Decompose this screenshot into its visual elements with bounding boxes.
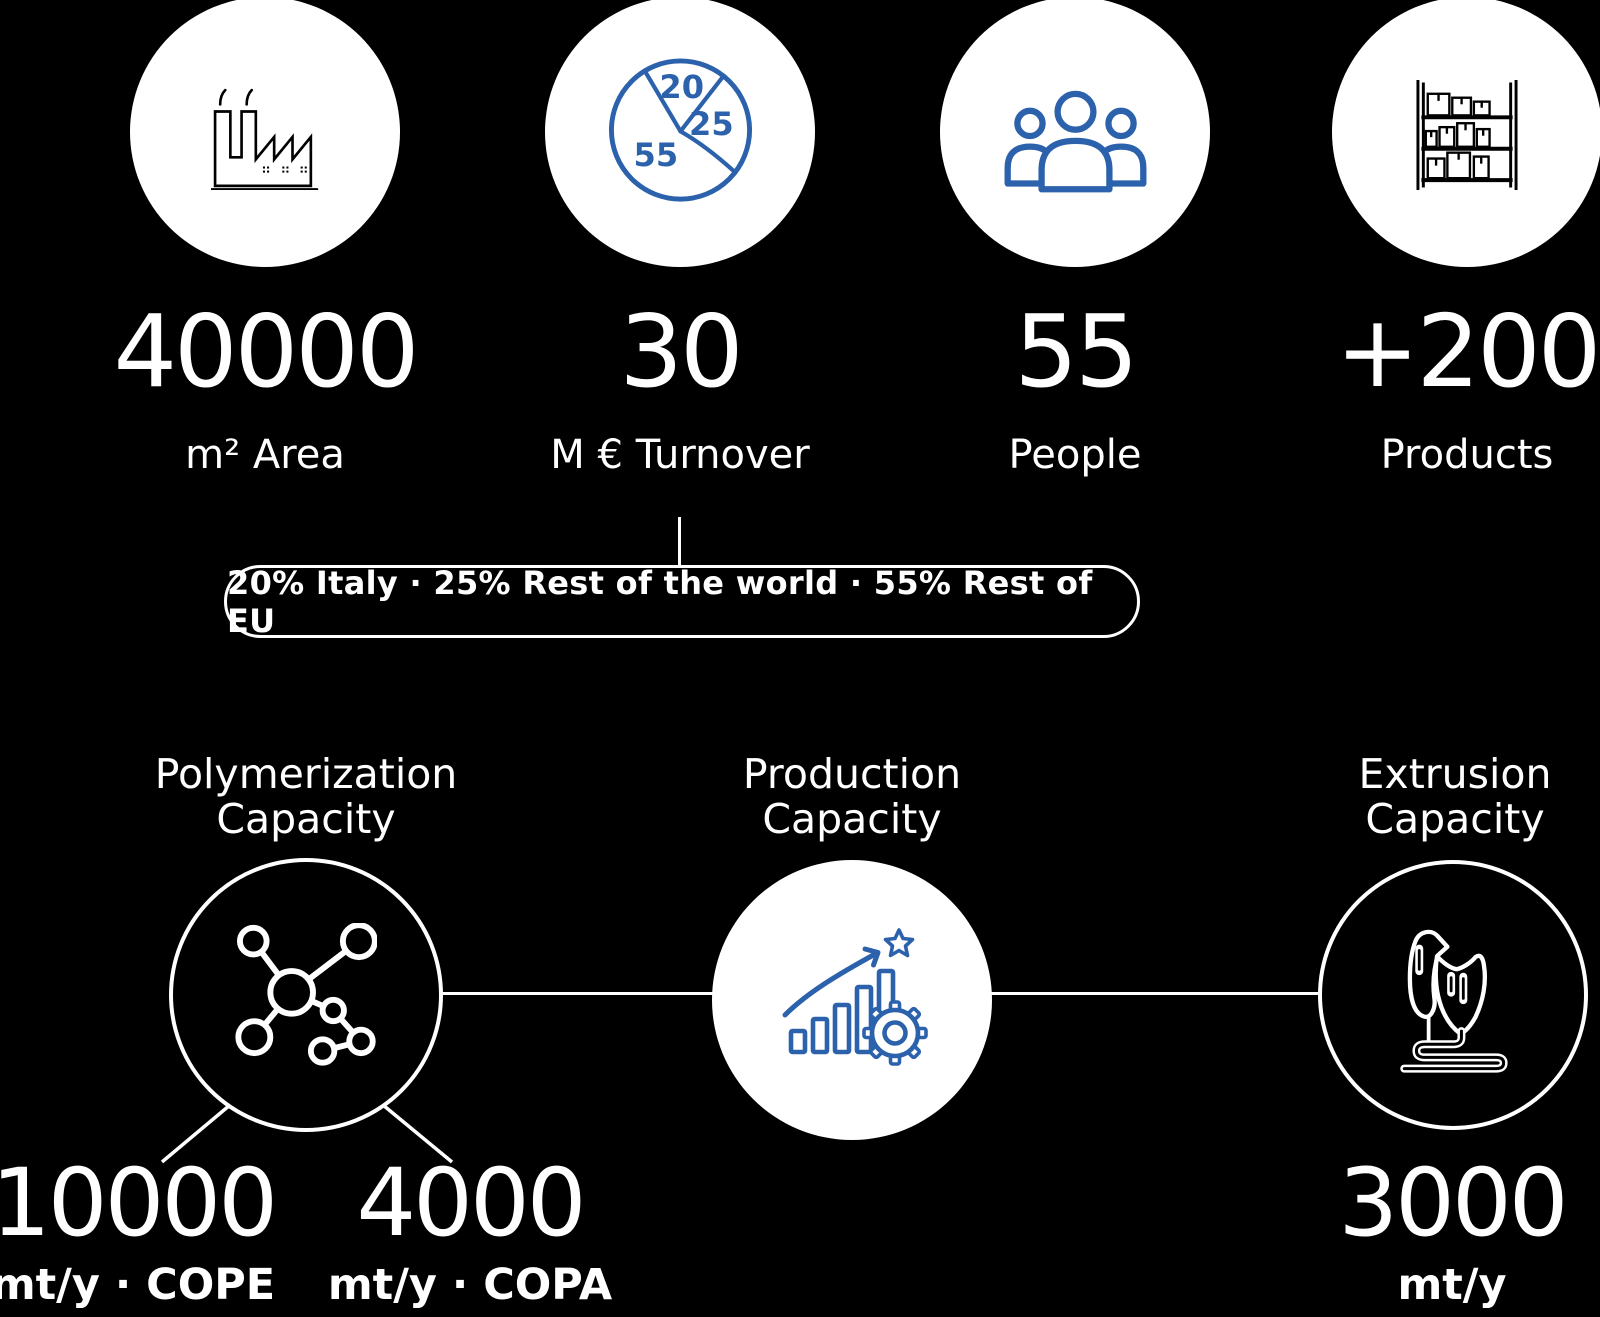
copa-capacity-value: 4000 [356, 1149, 586, 1258]
area-stat-circle [130, 0, 400, 267]
pie-slice-top-label: 20 [659, 67, 704, 105]
growth-chart-icon [782, 928, 928, 1066]
copa-capacity-unit: mt/y · COPA [327, 1260, 613, 1310]
gear-icon [862, 1000, 928, 1066]
production-capacity-title-line1: Production [742, 750, 962, 798]
pie-chart-icon: 20 25 55 [608, 58, 752, 202]
polymerization-capacity-title-line1: Polymerization [154, 750, 458, 798]
factory-windows [262, 166, 307, 173]
polymerization-circle [169, 858, 443, 1132]
connector-line-left [440, 992, 715, 995]
people-stat-circle [940, 0, 1210, 267]
turnover-stat-circle: 20 25 55 [545, 0, 815, 267]
pie-slice-left-label: 55 [633, 135, 678, 173]
extrusion-icon [1400, 929, 1508, 1073]
polymerization-capacity-title-line2: Capacity [216, 795, 396, 843]
extrusion-capacity-unit: mt/y [1397, 1260, 1507, 1310]
products-stat-circle [1332, 0, 1600, 267]
turnover-stat-label: M € Turnover [550, 432, 810, 478]
molecule-icon [235, 923, 377, 1066]
turnover-breakdown-pill: 20% Italy · 25% Rest of the world · 55% … [224, 563, 1140, 640]
polymerization-capacity-title: Polymerization Capacity [76, 752, 536, 842]
extrusion-capacity-title-line2: Capacity [1365, 795, 1545, 843]
extrusion-circle [1318, 860, 1588, 1130]
people-icon [1004, 90, 1146, 193]
polymerization-leader-lines [160, 1103, 454, 1164]
production-capacity-title: Production Capacity [622, 752, 1082, 842]
connector-line-right [990, 992, 1320, 995]
cope-capacity-value: 10000 [0, 1149, 278, 1258]
pie-slice-right-label: 25 [689, 104, 734, 142]
area-stat-value: 40000 [113, 293, 419, 410]
extrusion-capacity-value: 3000 [1338, 1149, 1568, 1258]
area-stat-label: m² Area [185, 432, 345, 478]
turnover-stat-value: 30 [619, 293, 743, 410]
production-capacity-title-line2: Capacity [762, 795, 942, 843]
products-stat-value: +200 [1335, 293, 1600, 410]
cope-capacity-unit: mt/y · COPE [0, 1260, 276, 1310]
production-circle [712, 860, 992, 1140]
extrusion-capacity-title-line1: Extrusion [1358, 750, 1552, 798]
people-stat-label: People [1008, 432, 1142, 478]
extrusion-capacity-title: Extrusion Capacity [1225, 752, 1600, 842]
factory-icon [211, 88, 319, 190]
turnover-breakdown-text: 20% Italy · 25% Rest of the world · 55% … [227, 563, 1093, 640]
turnover-callout-line [678, 517, 681, 566]
people-stat-value: 55 [1014, 293, 1138, 410]
products-stat-label: Products [1380, 432, 1554, 478]
warehouse-shelf-icon [1416, 80, 1518, 190]
